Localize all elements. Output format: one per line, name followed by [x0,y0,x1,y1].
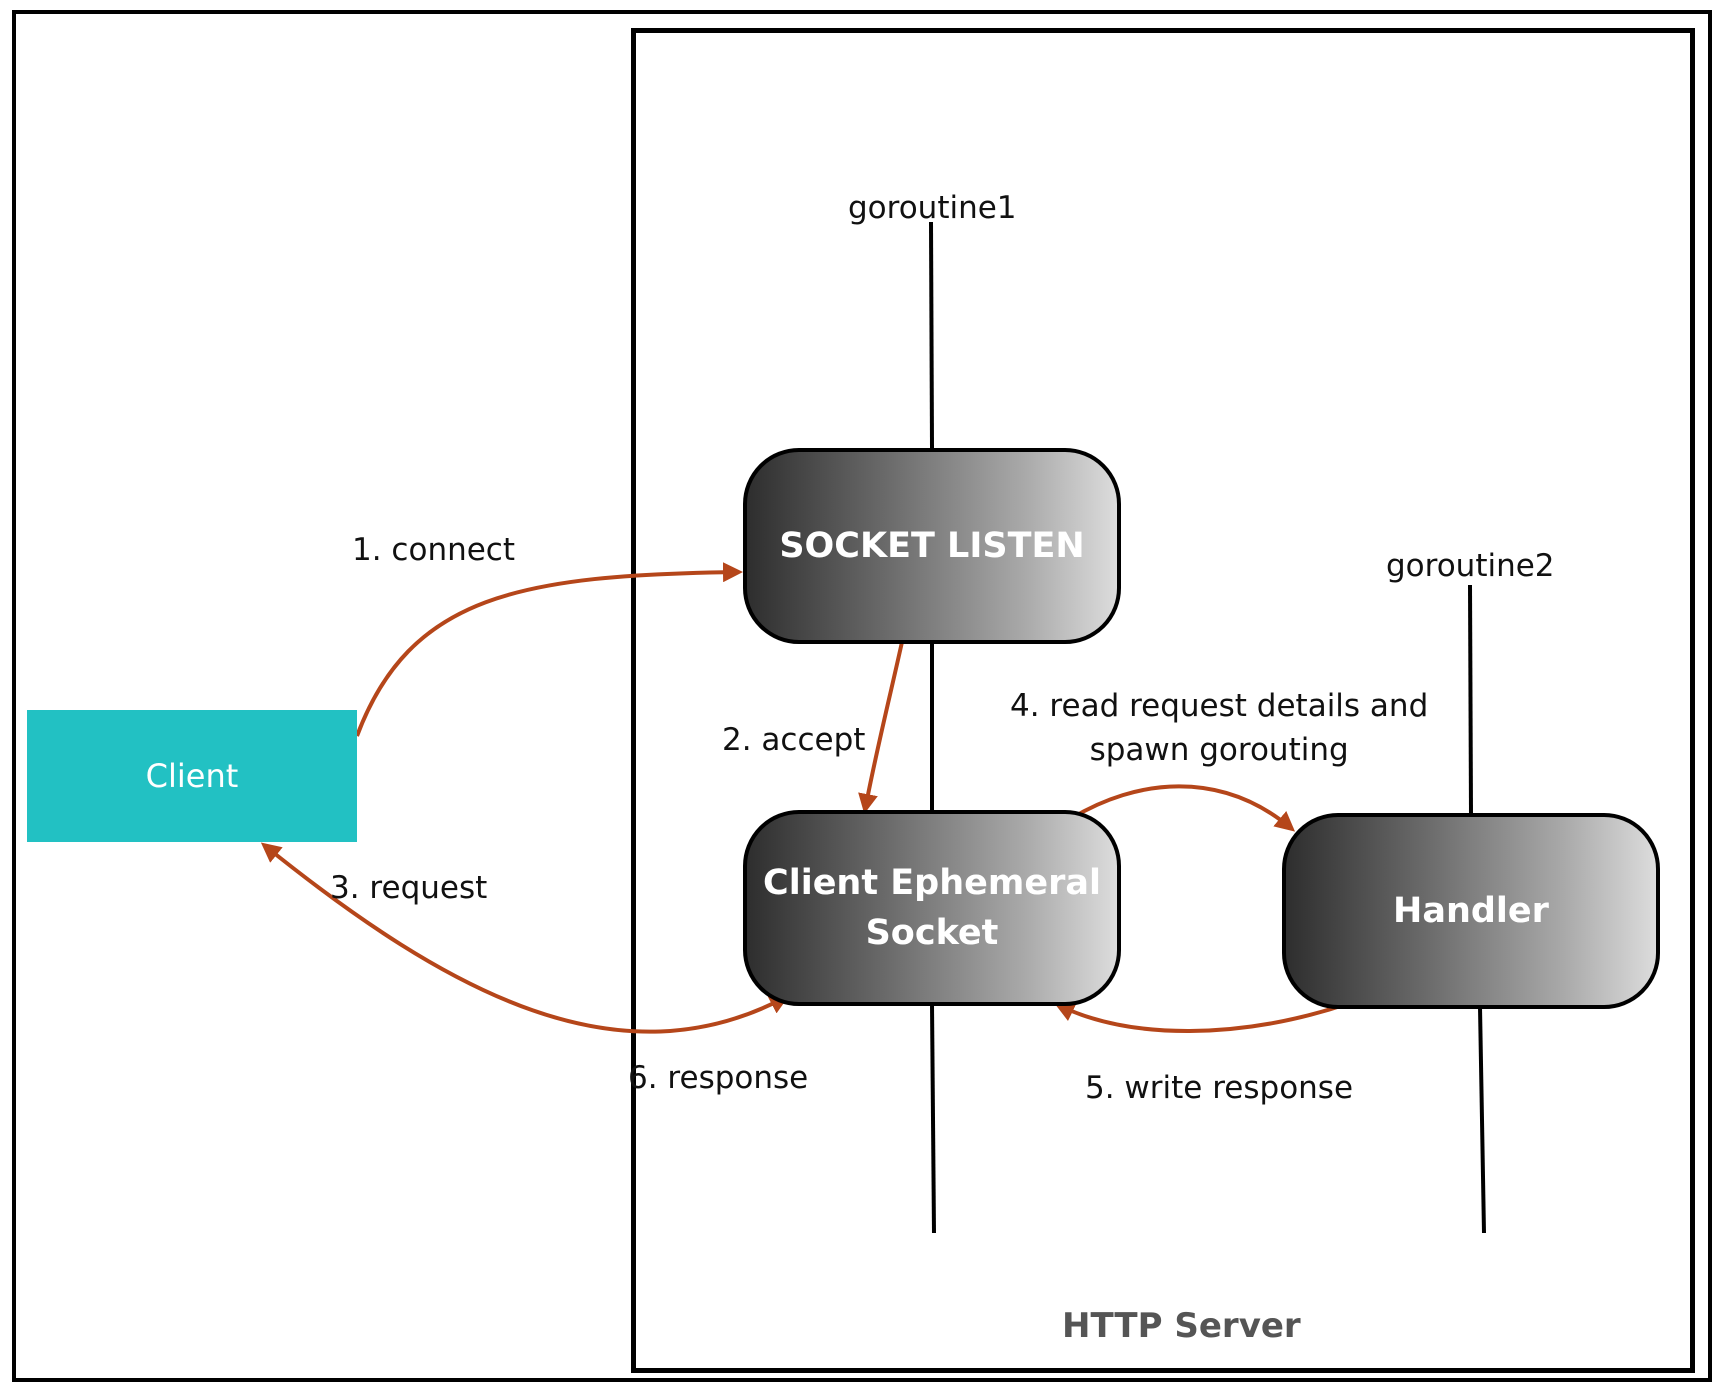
handler-node: Handler [1282,813,1660,1009]
step-connect-label: 1. connect [352,532,516,568]
socket-listen-node: SOCKET LISTEN [743,448,1121,644]
step-request-label: 3. request [330,870,488,906]
socket-listen-label: SOCKET LISTEN [779,526,1085,566]
step-response-label: 6. response [628,1060,809,1096]
goroutine2-timeline-top [1468,584,1473,816]
ephemeral-socket-label: Client Ephemeral Socket [763,863,1101,953]
goroutine2-label: goroutine2 [1386,548,1555,584]
step-read-spawn-label: 4. read request details and spawn gorout… [1010,688,1429,768]
spawn-arrow [1070,784,1296,832]
http-server-boundary [631,28,1695,1373]
request-response-arrow [260,842,790,1034]
goroutine1-timeline-bottom [930,1003,936,1234]
handler-label: Handler [1393,891,1549,931]
connect-arrow [355,562,743,737]
goroutine1-timeline-top [929,221,934,449]
client-label: Client [145,757,239,795]
goroutine2-timeline-bottom [1478,1006,1486,1234]
outer-frame [12,10,1712,1382]
accept-arrow [858,641,904,814]
step-accept-label: 2. accept [722,722,866,758]
client-box: Client [27,710,357,842]
write-response-arrow [1054,1001,1351,1033]
goroutine1-label: goroutine1 [848,190,1017,226]
step-write-response-label: 5. write response [1085,1070,1354,1106]
ephemeral-socket-node: Client Ephemeral Socket [743,810,1121,1006]
http-server-title: HTTP Server [1062,1306,1301,1346]
